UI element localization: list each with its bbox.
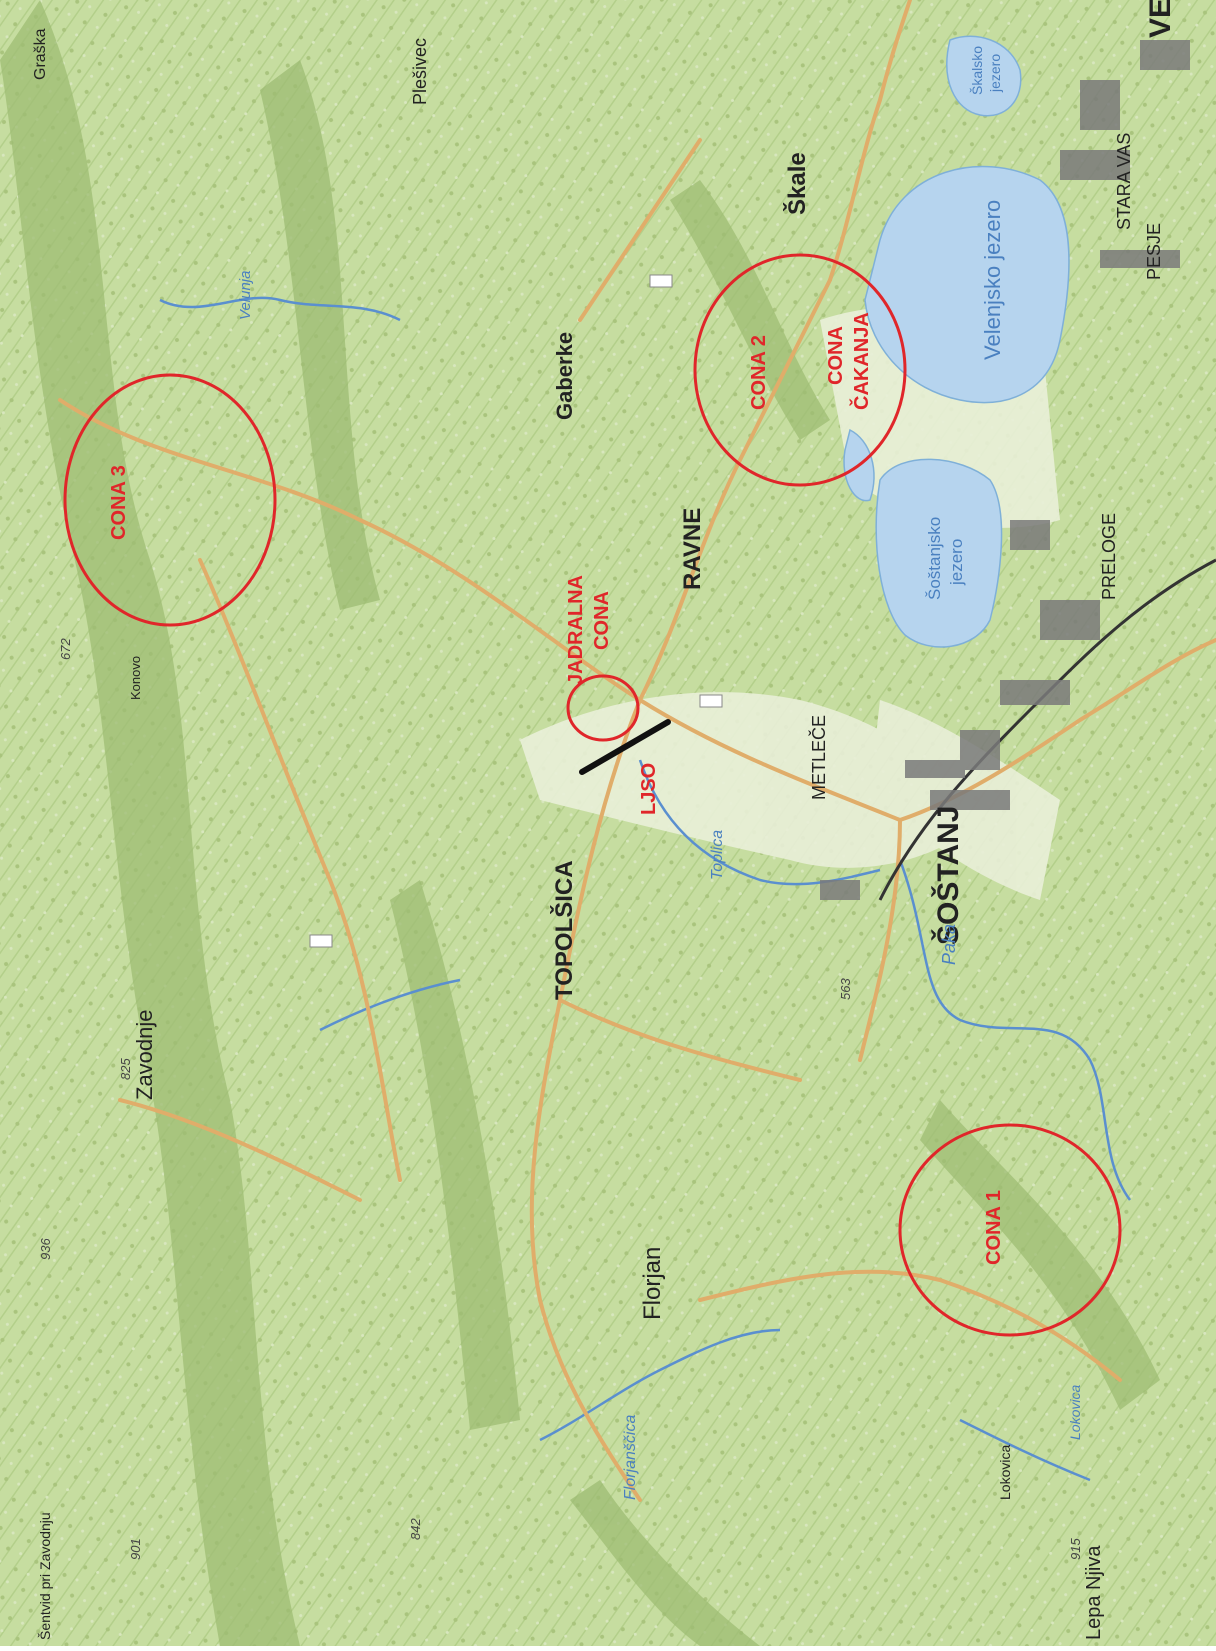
place-zavodnje: Zavodnje [132,1009,157,1100]
ljso-label: LJSO [638,763,660,815]
place-lokovica: Lokovica [997,1445,1013,1500]
cona-1-circle[interactable] [898,1123,1122,1337]
jadralna-cona-label-2: CONA [591,591,613,650]
elevation-label: 915 [1068,1538,1083,1560]
river-florjanscica-label: Florjanščica [622,1415,639,1500]
elevation-label: 825 [118,1058,133,1080]
river-velunja-label: Velunja [237,271,254,320]
place-preloge: PRELOGE [1099,513,1119,600]
place-lepa-njiva: Lepa Njiva [1083,1545,1105,1640]
place-pesje: PESJE [1144,223,1164,280]
cona-cakanja-label-2: ČAKANJA [849,312,873,410]
place-topolsica: TOPOLŠICA [550,860,578,1000]
river-toplica-label: Toplica [709,830,726,880]
place-ravne: RAVNE [679,508,706,590]
place-gaberke: Gaberke [552,332,577,420]
lake-sostanjsko-label-1: Šoštanjsko [925,517,944,600]
cona-1-label: CONA 1 [983,1190,1005,1265]
elevation-label: 842 [408,1518,423,1540]
lakes [843,35,1070,648]
elevation-label: 672 [58,638,73,660]
place-florjan: Florjan [639,1247,666,1320]
velunja-river [159,296,401,322]
river-lokovica-label: Lokovica [1067,1385,1083,1440]
ljso-runway-line [579,719,671,775]
lokovica-river [959,1418,1091,1482]
place-sostanj: ŠOŠTANJ [931,806,965,945]
place-velenje: VE [1144,0,1177,38]
road-number-badges [309,274,723,948]
rivers [159,296,1132,1482]
florjanscica-river [539,1328,781,1442]
lake-sostanjsko-label-2: jezero [947,539,966,586]
cona-3-label: CONA 3 [108,465,130,540]
place-sentvid: Šentvid pri Zavodnju [37,1512,53,1640]
place-plesivec: Plešivec [410,38,430,105]
velenjsko-lake [864,165,1070,404]
lake-velenjsko-label: Velenjsko jezero [980,200,1005,360]
sostanjsko-lake [875,458,1003,648]
settlements [820,40,1190,900]
zone-overlays [63,253,1122,1337]
elevation-label: 901 [128,1538,143,1560]
place-metlece: METLEČE [808,715,829,800]
skalsko-lake [946,35,1022,117]
toplica-river [638,759,881,886]
cona-cakanja-label-1: CONA [825,326,847,385]
place-graska: Graška [32,28,49,80]
place-stara-vas: STARA VAS [1114,133,1134,230]
river-paka-label: Paka [939,924,959,965]
paka-river [898,859,1132,1201]
roads [58,0,1216,1502]
cona-2-circle[interactable] [693,253,907,487]
jadralna-cona-circle[interactable] [566,674,640,742]
cona-2-label: CONA 2 [748,335,770,410]
cona-3-circle[interactable] [63,373,277,627]
jadralna-cona-label-1: JADRALNA [565,575,587,685]
place-konovo: Konovo [128,656,143,700]
elevation-label: 563 [838,978,853,1000]
lake-skalsko-label-1: Škalsko [969,46,985,95]
lake-skalsko-label-2: jezero [987,54,1003,93]
elevation-label: 936 [38,1238,53,1260]
place-skale: Škale [783,152,811,215]
